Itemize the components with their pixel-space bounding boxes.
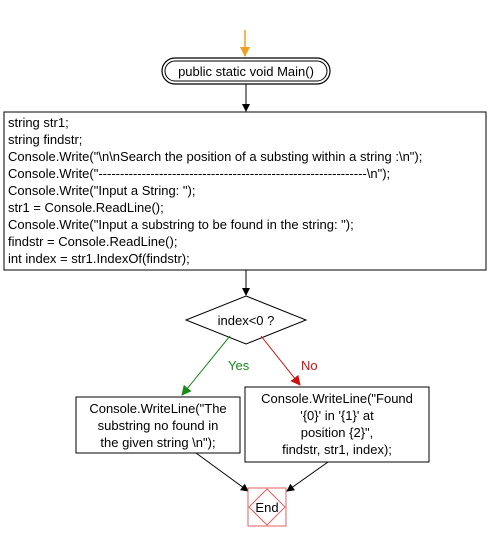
- yes-box: Console.WriteLine("The substring no foun…: [75, 396, 241, 454]
- process-line: findstr = Console.ReadLine();: [8, 234, 177, 249]
- process-line: string str1;: [8, 115, 69, 130]
- no-box: Console.WriteLine("Found '{0}' in '{1}' …: [244, 386, 430, 463]
- start-node: public static void Main(): [161, 57, 331, 85]
- end-node: End: [247, 487, 287, 527]
- process-line: Console.Write("-------------------------…: [8, 166, 390, 181]
- no-arrow: [260, 335, 301, 386]
- yes-box-line: Console.WriteLine("The: [89, 401, 226, 416]
- arrow-no-to-end: [286, 461, 329, 492]
- yes-box-line: substring no found in: [98, 418, 219, 433]
- process-line: Console.Write("Input a String: ");: [8, 183, 195, 198]
- no-box-line: findstr, str1, index);: [282, 442, 392, 457]
- process-line: string findstr;: [8, 132, 82, 147]
- process-line: int index = str1.IndexOf(findstr);: [8, 251, 190, 266]
- yes-box-line: the given string \n");: [100, 435, 215, 450]
- no-label: No: [301, 358, 318, 373]
- no-box-line: position {2}",: [301, 425, 374, 440]
- process-box: string str1; string findstr; Console.Wri…: [3, 111, 487, 271]
- no-box-line: '{0}' in '{1}' at: [300, 408, 374, 423]
- decision-node: index<0 ?: [184, 295, 308, 345]
- process-line: str1 = Console.ReadLine();: [8, 200, 164, 215]
- arrow-yes-to-end: [195, 452, 249, 492]
- yes-label: Yes: [228, 358, 250, 373]
- no-box-line: Console.WriteLine("Found: [261, 391, 413, 406]
- yes-arrow: [181, 335, 231, 396]
- process-line: Console.Write("\n\nSearch the position o…: [8, 149, 422, 164]
- end-label: End: [255, 500, 278, 515]
- decision-label: index<0 ?: [218, 313, 275, 328]
- start-label: public static void Main(): [178, 64, 314, 79]
- process-line: Console.Write("Input a substring to be f…: [8, 217, 354, 232]
